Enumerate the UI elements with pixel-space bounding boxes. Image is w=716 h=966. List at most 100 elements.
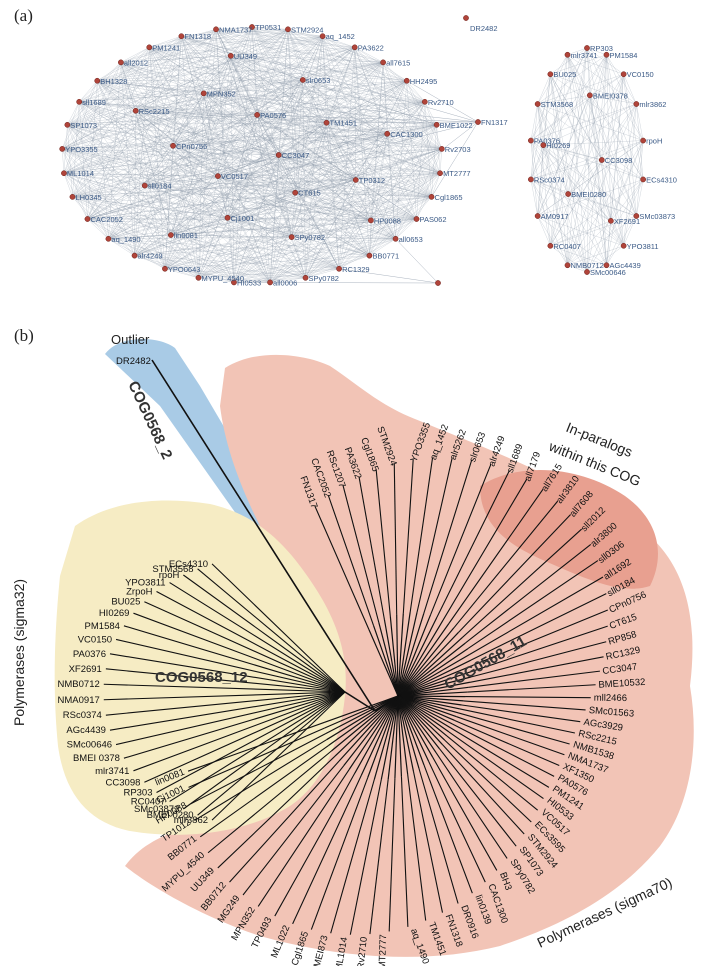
network-edge <box>567 159 602 266</box>
network-edge <box>287 29 303 81</box>
network-edge <box>144 179 356 186</box>
network-node-label: HI0533 <box>237 278 261 287</box>
network-edge <box>63 29 217 174</box>
tree-branch <box>397 681 471 697</box>
panel-b-label: (b) <box>14 326 34 345</box>
network-edge <box>97 80 296 193</box>
network-node-label: RSc2215 <box>139 107 170 116</box>
network-edge <box>67 124 171 236</box>
tree-branch <box>257 769 350 907</box>
network-edge <box>550 74 588 273</box>
tree-leaf-label: RC0407 <box>131 796 166 807</box>
tree-branch <box>330 778 375 934</box>
network-node-label: UU349 <box>234 52 257 61</box>
network-edge <box>164 255 370 269</box>
tree-branch <box>383 619 399 697</box>
network-edge <box>135 93 204 111</box>
network-edge <box>215 29 407 81</box>
network-edge <box>215 29 396 239</box>
tree-panel-b: DR2482ECs4310STM3568rpoHYPO3811ZrpoHBU02… <box>11 332 694 966</box>
network-edge <box>62 133 388 150</box>
network-edge <box>568 193 624 246</box>
network-edge <box>135 110 172 236</box>
network-edge <box>530 179 568 266</box>
network-node-label: HI0269 <box>546 141 570 150</box>
tree-branch <box>444 739 532 823</box>
network-edge <box>369 196 432 256</box>
network-edge <box>291 236 340 269</box>
tree-branch <box>459 708 576 734</box>
network-edge <box>97 80 145 186</box>
network-edge <box>72 122 327 198</box>
network-edge <box>87 121 479 220</box>
network-edge <box>606 179 644 266</box>
network-edge <box>567 220 612 266</box>
network-edge <box>217 154 279 177</box>
tree-branch <box>367 695 399 778</box>
tree-branch <box>133 691 346 772</box>
network-edge <box>302 79 372 221</box>
network-edge <box>382 62 437 125</box>
tree-leaf-label: BMEI 0280 <box>147 810 194 821</box>
network-edge <box>144 145 174 186</box>
network-edge <box>170 179 356 236</box>
tree-branch <box>109 653 346 693</box>
network-node <box>620 242 627 249</box>
tree-branch <box>397 642 466 697</box>
network-edge <box>149 47 204 94</box>
network-node <box>285 26 291 33</box>
network-edge <box>369 133 388 256</box>
isolated-node-label: DR2482 <box>470 24 498 33</box>
tree-branch <box>369 779 389 935</box>
network-edge <box>370 220 396 239</box>
network-edge <box>170 234 235 283</box>
tree-branch <box>397 695 430 762</box>
network-edge <box>291 237 306 278</box>
network-node <box>76 98 83 105</box>
network-edge <box>567 54 637 217</box>
tree-branch <box>338 695 399 762</box>
network-edge <box>63 80 98 174</box>
network-node-label: PA0576 <box>260 111 286 120</box>
tree-branch <box>397 614 432 697</box>
network-node-label: lin0081 <box>174 231 198 240</box>
network-node-label: FN1318 <box>184 32 211 41</box>
network-edge <box>530 179 624 246</box>
network-edge <box>134 185 145 256</box>
network-edge <box>431 121 479 197</box>
network-node <box>302 274 309 281</box>
network-edge <box>203 93 228 218</box>
tree-leaf-label: BME10532 <box>598 677 646 691</box>
cog0568-12-label: COG0568_12 <box>155 669 248 686</box>
network-edge <box>203 93 370 256</box>
network-edge <box>567 54 644 180</box>
network-edge <box>67 110 136 125</box>
network-node <box>435 280 441 286</box>
network-edge <box>406 80 425 102</box>
network-node <box>421 98 428 105</box>
network-edge <box>233 179 356 283</box>
network-edge <box>294 79 304 193</box>
tree-branch <box>211 563 346 693</box>
network-edge <box>302 62 384 81</box>
network-edge <box>601 74 624 161</box>
tree-branch <box>397 612 411 697</box>
tree-branch <box>471 625 608 673</box>
network-edge <box>97 79 303 81</box>
network-edge <box>135 110 174 146</box>
network-node-label: rpoH <box>646 137 662 146</box>
cluster-regions <box>54 338 694 957</box>
network-edge <box>550 54 568 246</box>
network-node <box>640 137 646 144</box>
network-edge <box>567 54 590 96</box>
network-edge <box>181 36 306 278</box>
tree-leaf-label: mll2466 <box>594 693 627 704</box>
tree-branch <box>407 774 427 921</box>
network-edge <box>135 62 384 111</box>
network-node-label: TP0531 <box>255 23 281 32</box>
network-node <box>584 269 590 275</box>
network-node-label: AGc4439 <box>609 261 640 270</box>
tree-branch <box>326 695 399 741</box>
tree-branch <box>396 614 399 697</box>
